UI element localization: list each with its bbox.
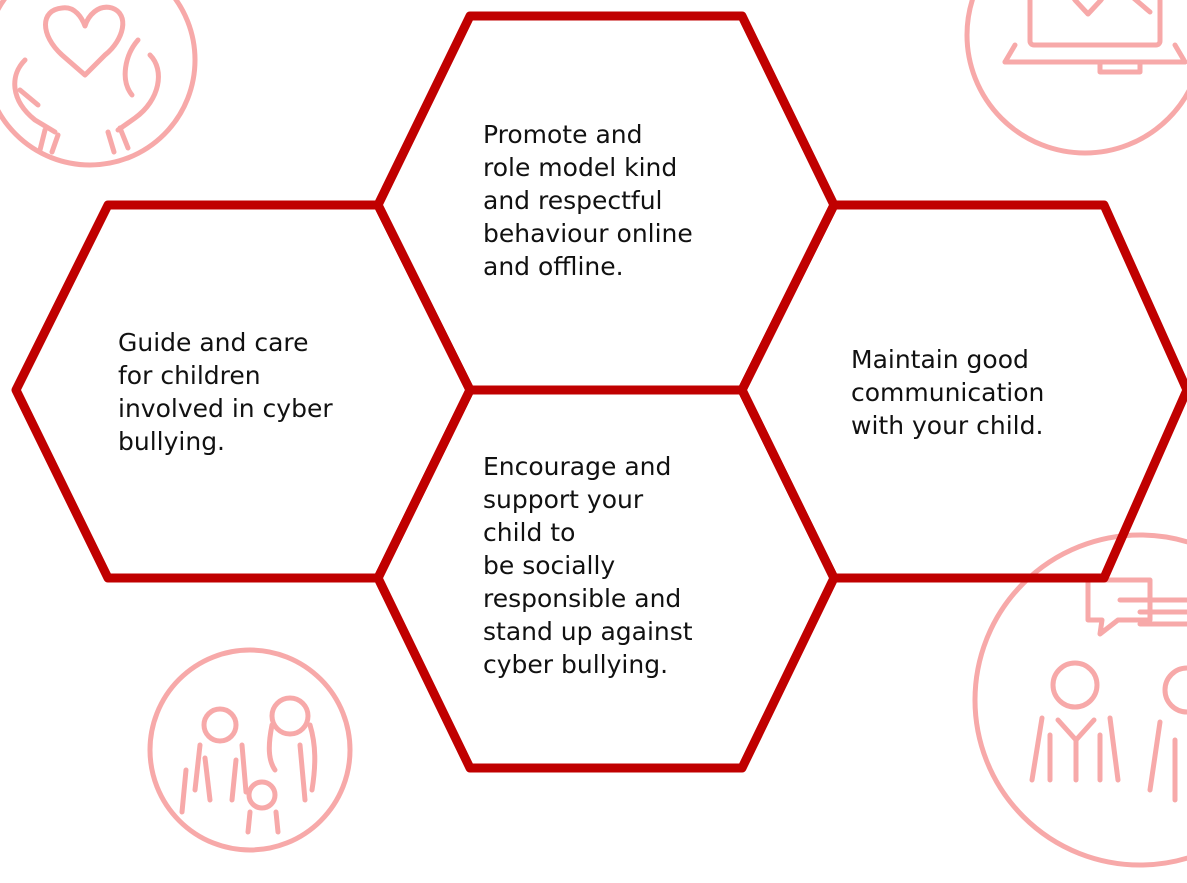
hexagon-left-text: Guide and care for children involved in … [118, 328, 333, 456]
caring-hands-heart-icon [0, 0, 198, 168]
hexagon-top-center-text: Promote and role model kind and respectf… [483, 120, 693, 281]
hexagon-right [737, 200, 1187, 583]
family-icon [147, 647, 353, 853]
hexagon-right-text: Maintain good communication with your ch… [851, 345, 1045, 440]
conversation-people-icon [972, 532, 1187, 868]
hexagon-bottom-center-text: Encourage and support your child to be s… [483, 452, 693, 679]
laptop-heart-icon [964, 0, 1187, 156]
